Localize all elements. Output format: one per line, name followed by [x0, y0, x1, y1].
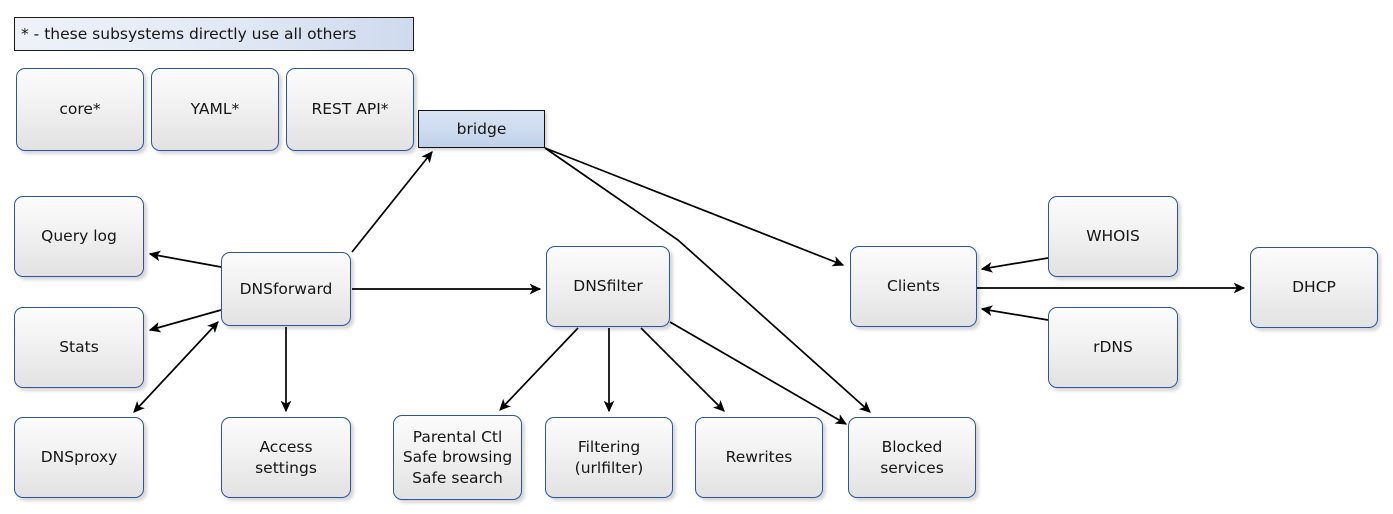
node-bridge[interactable]: bridge — [418, 110, 545, 148]
node-stats[interactable]: Stats — [14, 307, 144, 388]
node-filtering[interactable]: Filtering (urlfilter) — [545, 417, 673, 498]
edge-dnsforward-to-dnsproxy — [133, 321, 219, 413]
node-restapi[interactable]: REST API* — [286, 68, 414, 151]
node-dhcp[interactable]: DHCP — [1250, 247, 1378, 328]
node-dnsfilter[interactable]: DNSfilter — [546, 246, 670, 327]
edge-dnsfilter-to-rewrites — [640, 327, 725, 412]
edge-dnsfilter-to-blocked — [669, 321, 848, 425]
node-dnsproxy[interactable]: DNSproxy — [14, 417, 144, 498]
node-dnsforward[interactable]: DNSforward — [221, 252, 351, 326]
node-rdns[interactable]: rDNS — [1048, 307, 1178, 388]
node-core[interactable]: core* — [16, 68, 144, 151]
node-parental[interactable]: Parental Ctl Safe browsing Safe search — [393, 415, 522, 500]
legend-note[interactable]: * - these subsystems directly use all ot… — [14, 17, 414, 51]
edge-rdns-to-clients — [980, 305, 1049, 321]
node-accesssett[interactable]: Access settings — [221, 417, 351, 498]
node-rewrites[interactable]: Rewrites — [695, 417, 823, 498]
edge-dnsforward-to-stats — [148, 309, 222, 333]
node-blocked[interactable]: Blocked services — [848, 417, 976, 498]
node-clients[interactable]: Clients — [850, 246, 977, 327]
edge-dnsfilter-to-parental — [499, 327, 579, 411]
edge-dnsforward-to-bridge — [351, 151, 433, 253]
edge-whois-to-clients — [980, 257, 1049, 273]
node-querylog[interactable]: Query log — [14, 196, 144, 277]
node-whois[interactable]: WHOIS — [1048, 196, 1178, 277]
node-yaml[interactable]: YAML* — [151, 68, 279, 151]
edge-dnsforward-to-querylog — [148, 250, 222, 268]
